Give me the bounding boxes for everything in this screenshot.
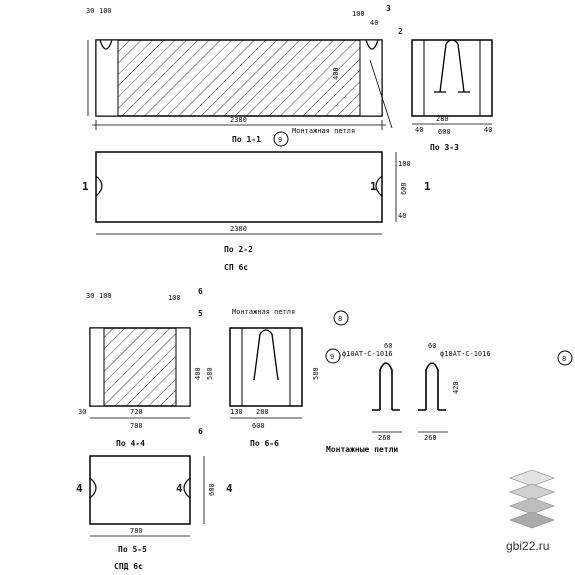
dim-40-d: 40: [398, 212, 406, 220]
callout-8-b: 8: [562, 355, 566, 363]
caption-section-2-2: По 2-2: [224, 245, 253, 254]
dim-600-b: 600: [400, 182, 408, 195]
dim-780-b: 780: [130, 527, 143, 535]
caption-section-6-6: По 6-6: [250, 439, 279, 448]
dim-100-d: 100: [99, 292, 112, 300]
mark-2-top: 2: [398, 27, 403, 36]
dim-600-a: 600: [438, 128, 451, 136]
dim-130-a: 130: [230, 408, 243, 416]
section-5-5: 780 600 4 4 4 По 5-5 СПД 6с: [76, 455, 233, 571]
dim-60-a: 60: [384, 342, 392, 350]
mark-6-top: 6: [198, 287, 203, 296]
dim-40-a: 40: [370, 19, 378, 27]
loops-detail: 9 ф10АТ-С-1016 60 260 ф10АТ-С-1016 8 60 …: [325, 342, 573, 454]
dim-400-a: 400: [332, 67, 340, 80]
dim-2380-b: 2380: [230, 225, 247, 233]
callout-8-a: 8: [338, 315, 342, 323]
dim-720: 720: [130, 408, 143, 416]
mark-4-left: 4: [76, 482, 83, 495]
dim-60-b: 60: [428, 342, 436, 350]
logo-icon: [508, 469, 556, 529]
dim-600-d: 600: [208, 483, 216, 496]
dim-100-b: 100: [352, 10, 365, 18]
dim-780-a: 780: [130, 422, 143, 430]
dim-420: 420: [452, 381, 460, 394]
caption-section-5-5: По 5-5: [118, 545, 147, 554]
mark-4-far: 4: [226, 482, 233, 495]
site-watermark: gbi22.ru: [506, 539, 549, 553]
dim-2380-a: 2380: [230, 116, 247, 124]
dim-30-c: 30: [78, 408, 86, 416]
dim-280-b: 280: [256, 408, 269, 416]
section-6-6: 130 280 600 580 По 6-6 Монтажная петля 8: [229, 308, 349, 448]
label-loops: Монтажные петли: [326, 445, 398, 454]
label-loop-a: Монтажная петля: [292, 127, 355, 135]
dim-100-e: 100: [168, 294, 181, 302]
callout-9-a: 9: [278, 136, 282, 144]
dim-30-b: 30: [86, 292, 94, 300]
caption-section-3-3: По 3-3: [430, 143, 459, 152]
dim-40-b: 40: [415, 126, 423, 134]
mark-3-top: 3: [386, 4, 391, 13]
dim-600-c: 600: [252, 422, 265, 430]
mark-1-far: 1: [424, 180, 431, 193]
dim-260-b: 260: [424, 434, 437, 442]
mark-5-top: 5: [198, 309, 203, 318]
label-loop-b: Монтажная петля: [232, 308, 295, 316]
dim-100-c: 100: [398, 160, 411, 168]
callout-9-b: 9: [330, 353, 334, 361]
panel-mark-sp6s: СП 6с: [224, 263, 248, 272]
mark-1-left: 1: [82, 180, 89, 193]
dim-580-b: 580: [312, 367, 320, 380]
mark-4-right: 4: [176, 482, 183, 495]
dim-30-a: 30: [86, 7, 94, 15]
caption-section-4-4: По 4-4: [116, 439, 145, 448]
section-4-4: 30 100 100 30 720 780 400 580 По 4-4 6 5…: [78, 287, 214, 448]
dim-100-a: 100: [99, 7, 112, 15]
dim-280-a: 280: [436, 115, 449, 123]
dim-40-c: 40: [484, 126, 492, 134]
section-2-2: 2380 600 100 40 1 1 1 По 2-2 СП 6с: [82, 151, 431, 272]
mark-6-bottom: 6: [198, 427, 203, 436]
dim-580-a: 580: [206, 367, 214, 380]
bar-spec-2: ф10АТ-С-1016: [440, 350, 491, 358]
dim-400-b: 400: [194, 367, 202, 380]
panel-mark-spd6s: СПД 6с: [114, 562, 143, 571]
section-3-3: 280 40 40 600 По 3-3: [411, 39, 493, 152]
mark-1-right: 1: [370, 180, 377, 193]
caption-section-1-1: По 1-1: [232, 135, 261, 144]
section-1-1: 30 100 100 40 2380 400 По 1-1 9 Монтажна…: [86, 4, 403, 147]
dim-260-a: 260: [378, 434, 391, 442]
bar-spec-1: ф10АТ-С-1016: [342, 350, 393, 358]
